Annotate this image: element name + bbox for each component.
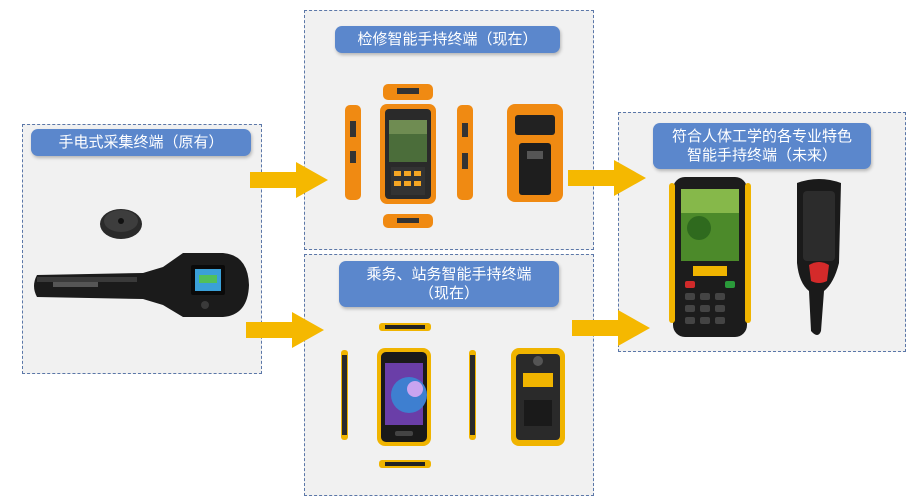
panel-future-title-line2: 智能手持终端（未来） [686, 146, 837, 164]
panel-crew-title-line1: 乘务、站务智能手持终端 [366, 265, 532, 283]
panel-maintenance-title-text: 检修智能手持终端（现在） [357, 30, 538, 48]
panel-maintenance-title: 检修智能手持终端（现在） [335, 26, 560, 53]
panel-future-title-line1: 符合人体工学的各专业特色 [671, 127, 852, 145]
panel-crew: 乘务、站务智能手持终端 （现在） [304, 254, 594, 496]
panel-maintenance: 检修智能手持终端（现在） [304, 10, 594, 250]
rugged-phone-icon [341, 323, 565, 468]
flashlight-icon [34, 209, 249, 317]
ergonomic-scanner-icon [669, 177, 841, 337]
panel-future-title: 符合人体工学的各专业特色 智能手持终端（未来） [653, 123, 871, 169]
panel-original-title-text: 手电式采集终端（原有） [58, 133, 224, 151]
right-arrow-icon [572, 310, 650, 346]
handheld-terminal-icon [345, 84, 563, 228]
panel-original-title: 手电式采集终端（原有） [31, 129, 251, 156]
right-arrow-icon [250, 162, 328, 198]
panel-future: 符合人体工学的各专业特色 智能手持终端（未来） [618, 112, 906, 352]
right-arrow-icon [246, 312, 324, 348]
panel-crew-title: 乘务、站务智能手持终端 （现在） [339, 261, 559, 307]
panel-crew-title-line2: （现在） [418, 284, 479, 302]
panel-original: 手电式采集终端（原有） [22, 124, 262, 374]
right-arrow-icon [568, 160, 646, 196]
